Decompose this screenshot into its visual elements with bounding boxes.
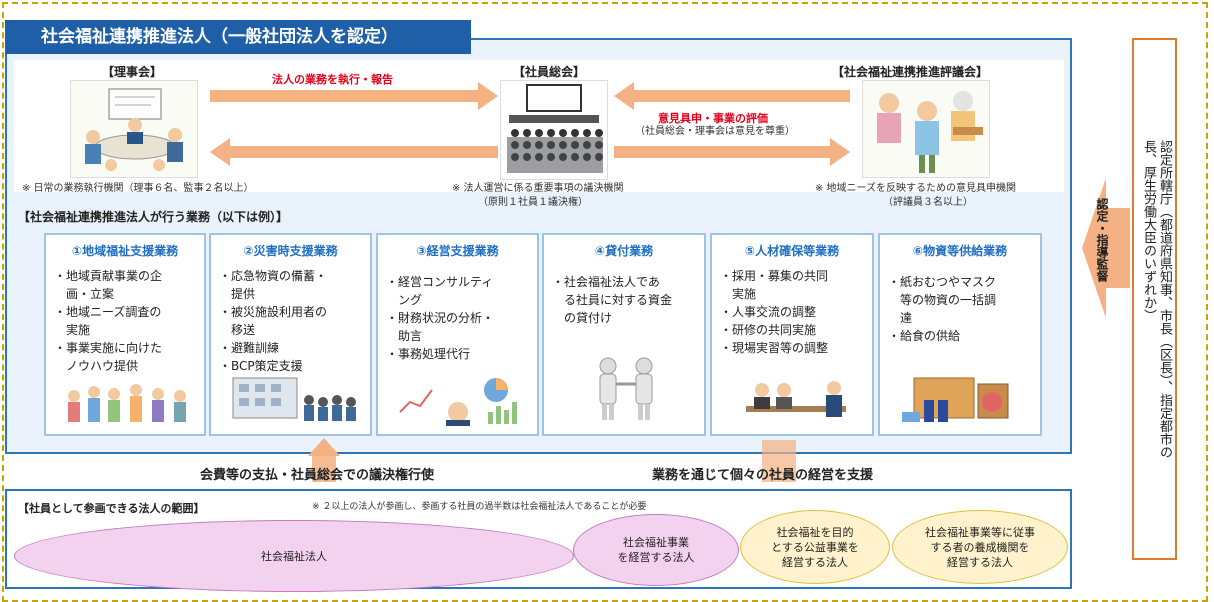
business-title: ⑤人材確保等業務 [744, 244, 840, 258]
left-up-arrow-shaft [312, 452, 336, 482]
right-down-arrow [762, 440, 796, 482]
member-type-2: 社会福祉事業 を経営する法人 [617, 536, 695, 564]
business-card-2: ②災害時支援業務 ・応急物資の備蓄・ 提供・被災施設利用者の 移送・避難訓練・B… [209, 233, 372, 436]
business-title: ③経営支援業務 [416, 244, 499, 258]
business-items: ・経営コンサルティ ング・財務状況の分析・ 助言・事務処理代行 [386, 275, 495, 361]
execute-report-label: 法人の業務を執行・報告 [272, 73, 393, 86]
business-items: ・紙おむつやマスク 等の物資の一括調 達・給食の供給 [888, 275, 997, 343]
business-items: ・地域貢献事業の企 画・立案・地域ニーズ調査の 実施・事業実施に向けた ノウハウ… [54, 269, 163, 373]
loan-handshake-illustration [558, 352, 690, 426]
social-welfare-corp-ellipse: 社会福祉法人 [14, 520, 574, 592]
authority-box [1132, 38, 1177, 560]
general-meeting-note-2: （原則１社員１議決権） [478, 197, 588, 208]
council-opinion-arrow [614, 82, 850, 110]
business-card-1: ①地域福祉支援業務 ・地域貢献事業の企 画・立案・地域ニーズ調査の 実施・事業実… [44, 233, 206, 436]
general-meeting-note-1: ※ 法人運営に係る重要事項の議決機関 [452, 183, 624, 194]
business-card-5: ⑤人材確保等業務 ・採用・募集の共同 実施・人事交流の調整・研修の共同実施・現場… [710, 233, 874, 436]
council-label: 【社会福祉連携推進評議会】 [832, 65, 989, 79]
board-meeting-illustration [70, 80, 198, 178]
authority-text: 認定所轄庁（都道府県知事、市長（区長）、指定都市の長、厚生労働大臣のいずれか） [1141, 140, 1172, 459]
council-return-arrow [614, 138, 850, 166]
business-title: ①地域福祉支援業務 [71, 244, 179, 258]
business-title: ②災害時支援業務 [243, 244, 338, 258]
board-return-arrow [210, 138, 498, 166]
business-items: ・応急物資の備蓄・ 提供・被災施設利用者の 移送・避難訓練・BCP策定支援 [219, 269, 328, 373]
general-meeting-label: 【社員総会】 [513, 65, 586, 79]
community-people-illustration [60, 372, 190, 426]
oversight-arrow [1082, 168, 1130, 328]
board-note: ※ 日常の業務執行機関（理事６名、監事２名以上） [22, 183, 254, 194]
members-note: ※ ２以上の法人が参画し、参画する社員の過半数は社会福祉法人であることが必要 [312, 502, 647, 512]
member-type-1: 社会福祉法人 [261, 549, 327, 563]
oversight-label: 認定・指導監督 [1095, 198, 1109, 282]
opinion-evaluation-label: 意見具申・事業の評価 [658, 112, 768, 125]
member-type-3: 社会福祉を目的 とする公益事業を 経営する法人 [771, 525, 859, 569]
business-title: ⑥物資等供給業務 [912, 244, 1008, 258]
membership-fee-label: 会費等の支払・社員総会での議決権行使 [200, 468, 435, 483]
opinion-respect-note: （社員総会・理事会は意見を尊重） [635, 126, 795, 137]
business-section-label: 【社会福祉連携推進法人が行う業務（以下は例）】 [18, 210, 289, 224]
welfare-business-ellipse: 社会福祉事業 を経営する法人 [573, 514, 739, 586]
business-items: ・社会福祉法人であ る社員に対する資金 の貸付け [552, 275, 673, 325]
supplies-illustration [894, 372, 1026, 426]
execute-report-arrow [210, 82, 498, 110]
business-card-4: ④貸付業務 ・社会福祉法人であ る社員に対する資金 の貸付け [542, 233, 706, 436]
interview-illustration [726, 372, 858, 426]
members-label: 【社員として参画できる法人の範囲】 [18, 502, 205, 515]
training-institution-ellipse: 社会福祉事業等に従事 する者の養成機関を 経営する法人 [892, 510, 1068, 584]
business-title: ④貸付業務 [594, 244, 654, 258]
board-label: 【理事会】 [102, 65, 163, 79]
council-note-1: ※ 地域ニーズを反映するための意見具申機関 [815, 183, 1017, 194]
business-items: ・採用・募集の共同 実施・人事交流の調整・研修の共同実施・現場実習等の調整 [720, 269, 829, 355]
council-note-2: （評議員３名以上） [883, 197, 973, 208]
council-illustration [862, 80, 990, 178]
consulting-charts-illustration [392, 372, 523, 426]
business-card-3: ③経営支援業務 ・経営コンサルティ ング・財務状況の分析・ 助言・事務処理代行 [376, 233, 539, 436]
page-title: 社会福祉連携推進法人（一般社団法人を認定） [5, 20, 471, 54]
evacuation-drill-illustration [225, 372, 356, 426]
business-card-6: ⑥物資等供給業務 ・紙おむつやマスク 等の物資の一括調 達・給食の供給 [878, 233, 1042, 436]
member-type-4: 社会福祉事業等に従事 する者の養成機関を 経営する法人 [925, 525, 1035, 569]
management-support-label: 業務を通じて個々の社員の経営を支援 [652, 468, 874, 483]
general-meeting-illustration [500, 80, 608, 180]
public-interest-ellipse: 社会福祉を目的 とする公益事業を 経営する法人 [740, 510, 890, 584]
left-up-arrow-head [308, 438, 340, 456]
